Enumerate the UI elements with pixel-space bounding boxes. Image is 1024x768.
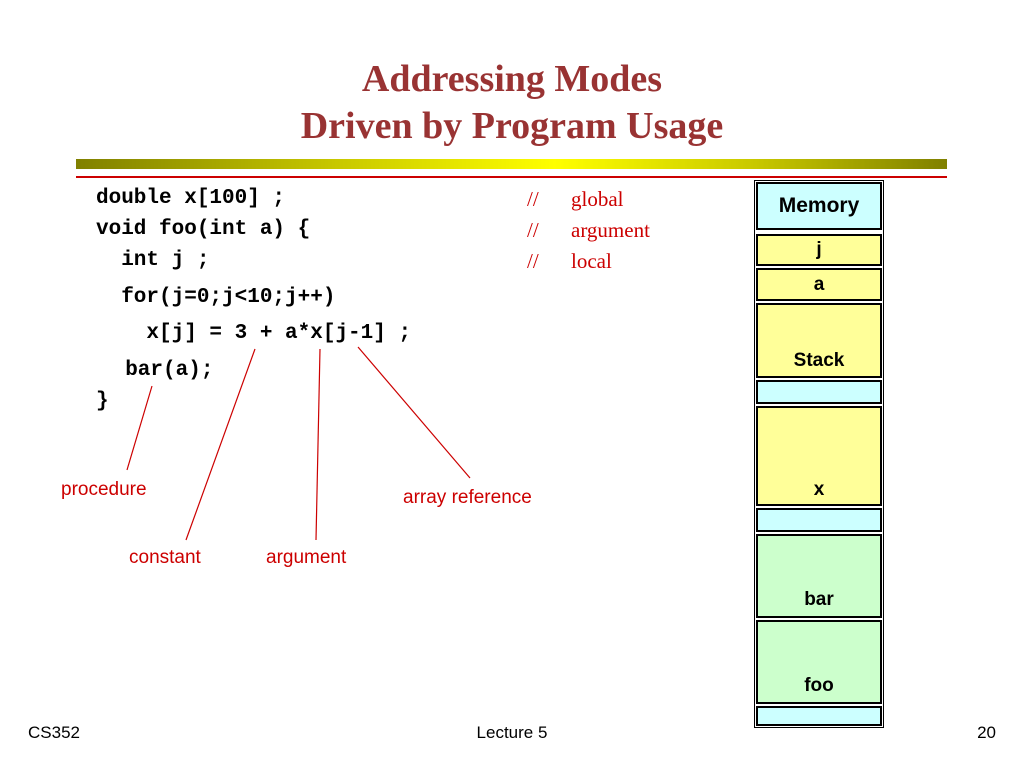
memory-cell-gap2 bbox=[756, 508, 882, 532]
code-line-7: } bbox=[96, 390, 109, 413]
memory-cell-a: a bbox=[756, 268, 882, 301]
footer-course: CS352 bbox=[28, 723, 80, 742]
callout-constant: constant bbox=[129, 547, 201, 568]
comment-slashes: // bbox=[527, 187, 539, 211]
title-divider-line bbox=[76, 176, 947, 178]
comment-text: global bbox=[571, 187, 624, 211]
code-line-3: int j ; bbox=[96, 249, 210, 272]
callout-argument: argument bbox=[266, 547, 347, 568]
title-divider-bar bbox=[76, 159, 947, 169]
comment-local: // local bbox=[527, 248, 612, 274]
memory-cell-foo: foo bbox=[756, 620, 882, 704]
comment-global: // global bbox=[527, 186, 624, 212]
code-line-4: for(j=0;j<10;j++) bbox=[96, 286, 336, 309]
memory-diagram bbox=[754, 180, 884, 728]
code-line-5: x[j] = 3 + a*x[j-1] ; bbox=[96, 322, 412, 345]
memory-cell-stack: Stack bbox=[756, 303, 882, 378]
leader-procedure bbox=[126, 385, 153, 471]
code-line-2: void foo(int a) { bbox=[96, 218, 311, 241]
memory-cell-x: x bbox=[756, 406, 882, 506]
memory-header: Memory bbox=[756, 182, 882, 230]
comment-text: local bbox=[571, 249, 612, 273]
leader-constant bbox=[185, 348, 256, 541]
comment-argument: // argument bbox=[527, 217, 650, 243]
memory-cell-bar: bar bbox=[756, 534, 882, 618]
callout-array-reference: array reference bbox=[403, 487, 532, 508]
code-line-1: double x[100] ; bbox=[96, 187, 286, 210]
memory-cell-j: j bbox=[756, 234, 882, 266]
memory-cell-gap1 bbox=[756, 380, 882, 404]
footer-page-number: 20 bbox=[977, 723, 996, 742]
callout-procedure: procedure bbox=[61, 479, 147, 500]
comment-slashes: // bbox=[527, 218, 539, 242]
slide-title-line2: Driven by Program Usage bbox=[300, 105, 724, 147]
memory-cell-gap3 bbox=[756, 706, 882, 726]
leader-argument bbox=[315, 348, 321, 541]
slide-title-line1: Addressing Modes bbox=[361, 58, 663, 100]
code-line-6: bar(a); bbox=[100, 359, 214, 382]
leader-array-reference bbox=[357, 346, 471, 479]
footer-lecture: Lecture 5 bbox=[476, 723, 548, 742]
comment-text: argument bbox=[571, 218, 650, 242]
comment-slashes: // bbox=[527, 249, 539, 273]
